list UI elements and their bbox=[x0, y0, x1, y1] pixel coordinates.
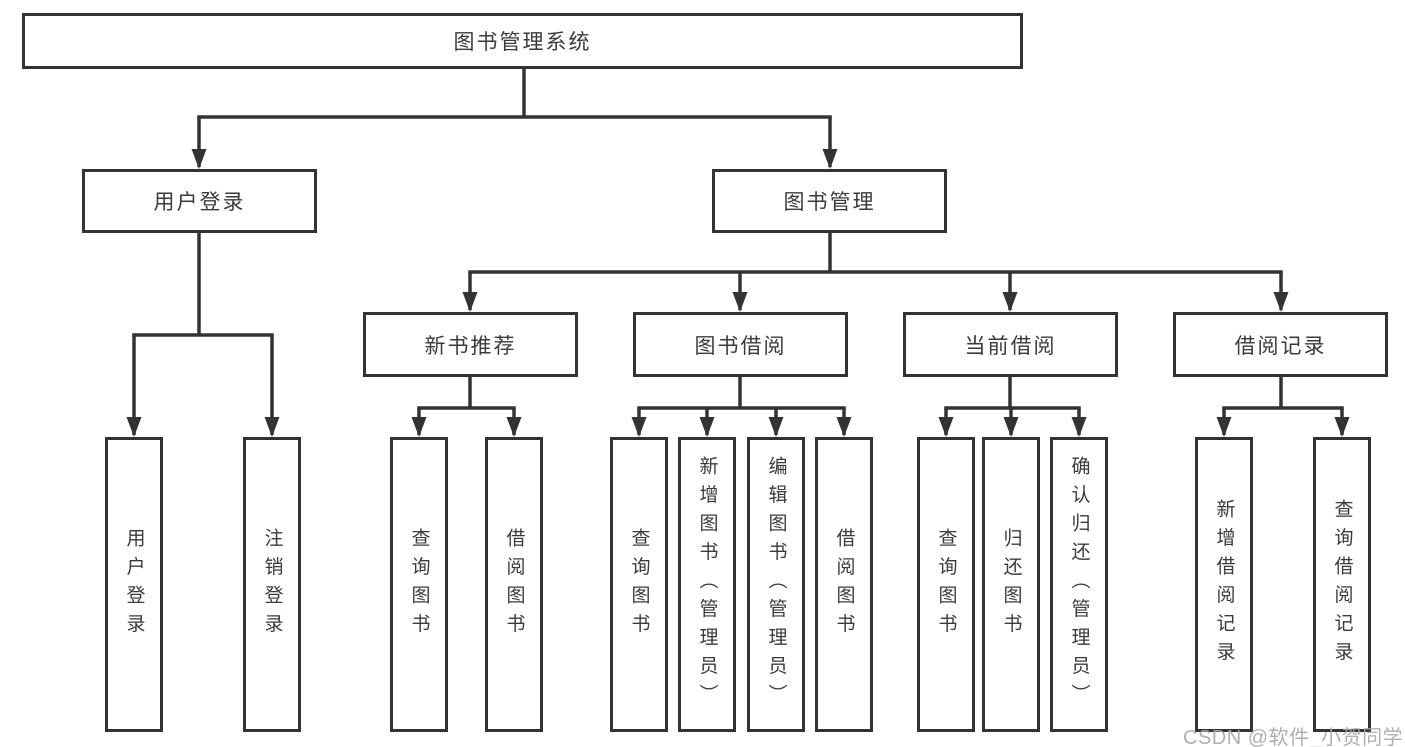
leaf-query-borrow-record-label: 查询借阅记录 bbox=[1331, 499, 1353, 670]
csdn-watermark: CSDN @软件_小贺同学 bbox=[1183, 727, 1404, 747]
leaf-return-books-label: 归还图书 bbox=[1000, 527, 1022, 642]
leaf-query-borrow-record: 查询借阅记录 bbox=[1313, 437, 1371, 732]
node-borrowing-records-label: 借阅记录 bbox=[1234, 334, 1327, 358]
node-book-borrowing-label: 图书借阅 bbox=[694, 334, 787, 358]
node-book-borrowing: 图书借阅 bbox=[633, 312, 848, 377]
leaf-borrow-books-label: 借阅图书 bbox=[833, 527, 855, 642]
node-current-borrowing: 当前借阅 bbox=[903, 312, 1118, 377]
node-book-management-label: 图书管理 bbox=[783, 191, 876, 214]
leaf-return-books: 归还图书 bbox=[982, 437, 1040, 732]
leaf-borrow-books: 借阅图书 bbox=[815, 437, 873, 732]
leaf-query-books-borrow: 查询图书 bbox=[610, 437, 668, 732]
leaf-edit-books-admin: 编辑图书（管理员） bbox=[747, 437, 805, 732]
leaf-query-books-current: 查询图书 bbox=[917, 437, 975, 732]
node-borrowing-records: 借阅记录 bbox=[1173, 312, 1388, 377]
node-library-system-label: 图书管理系统 bbox=[453, 31, 592, 54]
leaf-confirm-return-admin: 确认归还（管理员） bbox=[1050, 437, 1108, 732]
node-current-borrowing-label: 当前借阅 bbox=[964, 334, 1057, 358]
leaf-borrow-books-recommend: 借阅图书 bbox=[485, 437, 543, 732]
leaf-add-books-admin: 新增图书（管理员） bbox=[678, 437, 736, 732]
leaf-add-books-admin-label: 新增图书（管理员） bbox=[696, 456, 718, 713]
leaf-query-books-recommend: 查询图书 bbox=[390, 437, 448, 732]
leaf-user-login-label: 用户登录 bbox=[123, 527, 145, 642]
leaf-logout-label: 注销登录 bbox=[261, 527, 283, 642]
node-user-login: 用户登录 bbox=[82, 169, 317, 233]
node-new-book-recommendation-label: 新书推荐 bbox=[424, 334, 517, 358]
leaf-add-borrow-record-label: 新增借阅记录 bbox=[1213, 499, 1235, 670]
node-user-login-label: 用户登录 bbox=[153, 191, 246, 214]
leaf-add-borrow-record: 新增借阅记录 bbox=[1195, 437, 1253, 732]
leaf-logout: 注销登录 bbox=[243, 437, 301, 732]
leaf-edit-books-admin-label: 编辑图书（管理员） bbox=[765, 456, 787, 713]
leaf-user-login: 用户登录 bbox=[105, 437, 163, 732]
node-book-management: 图书管理 bbox=[712, 169, 947, 233]
node-library-system: 图书管理系统 bbox=[22, 13, 1023, 69]
leaf-query-books-borrow-label: 查询图书 bbox=[628, 527, 650, 642]
leaf-borrow-books-recommend-label: 借阅图书 bbox=[503, 527, 525, 642]
leaf-query-books-current-label: 查询图书 bbox=[935, 527, 957, 642]
leaf-confirm-return-admin-label: 确认归还（管理员） bbox=[1068, 456, 1090, 713]
leaf-query-books-recommend-label: 查询图书 bbox=[408, 527, 430, 642]
node-new-book-recommendation: 新书推荐 bbox=[363, 312, 578, 377]
